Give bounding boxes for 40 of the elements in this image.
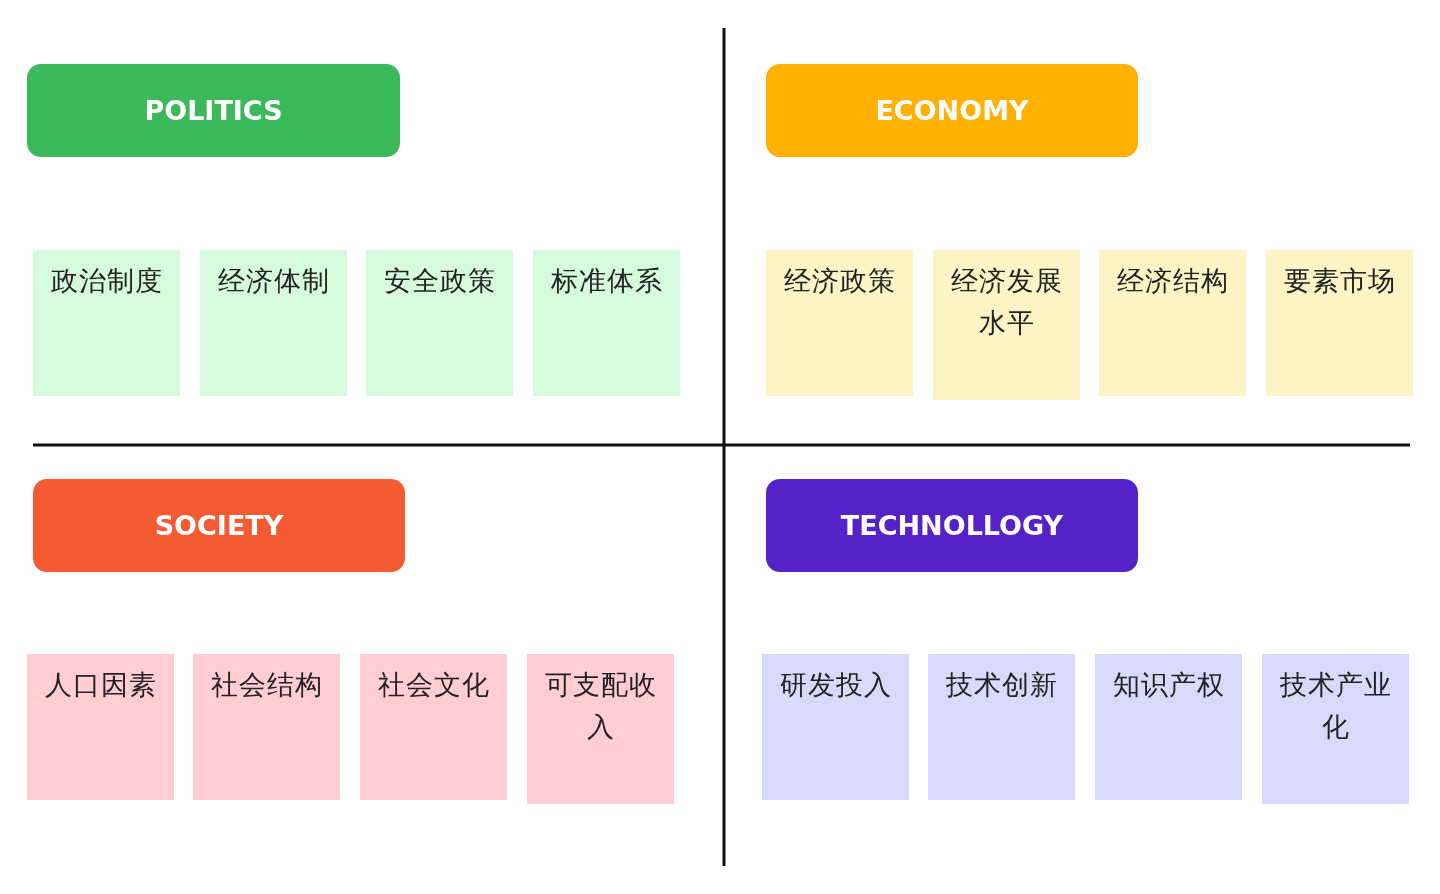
factor-label: 政治制度: [50, 265, 163, 296]
factor-card: [200, 250, 347, 396]
factor-label: 经济结构: [1116, 265, 1229, 296]
factor-card: [193, 654, 340, 800]
factor-card: [360, 654, 507, 800]
factor-card: [766, 250, 913, 396]
factor-label: 技术产业化: [1279, 669, 1392, 742]
factor-card: [933, 250, 1080, 400]
factor-label: 安全政策: [383, 265, 496, 296]
factor-card: [27, 654, 174, 800]
factor-label: 人口因素: [44, 669, 157, 700]
category-header: [27, 64, 400, 157]
factor-card: [762, 654, 909, 800]
factor-card: [1095, 654, 1242, 800]
factor-label: 社会结构: [210, 669, 323, 700]
factor-label: 标准体系: [550, 265, 663, 296]
header-label: POLITICS: [144, 95, 283, 126]
factor-label: 经济体制: [217, 265, 330, 296]
factor-card: [1266, 250, 1413, 396]
factor-label: 知识产权: [1112, 669, 1225, 700]
factor-card: [527, 654, 674, 804]
category-header: [33, 479, 405, 572]
factor-card: [33, 250, 180, 396]
category-header: [766, 64, 1138, 157]
factor-label: 经济发展水平: [950, 265, 1063, 338]
header-label: ECONOMY: [875, 95, 1029, 126]
factor-card: [1099, 250, 1246, 396]
category-header: [766, 479, 1138, 572]
factor-card: [1262, 654, 1409, 804]
factor-label: 研发投入: [779, 669, 892, 700]
factor-label: 技术创新: [945, 669, 1058, 700]
factor-label: 经济政策: [783, 265, 896, 296]
factor-label: 可支配收入: [544, 669, 657, 742]
factor-card: [928, 654, 1075, 800]
factor-label: 社会文化: [377, 669, 490, 700]
factor-card: [533, 250, 680, 396]
factor-label: 要素市场: [1283, 265, 1396, 296]
header-label: SOCIETY: [154, 510, 284, 541]
header-label: TECHNOLLOGY: [840, 510, 1064, 541]
factor-card: [366, 250, 513, 396]
